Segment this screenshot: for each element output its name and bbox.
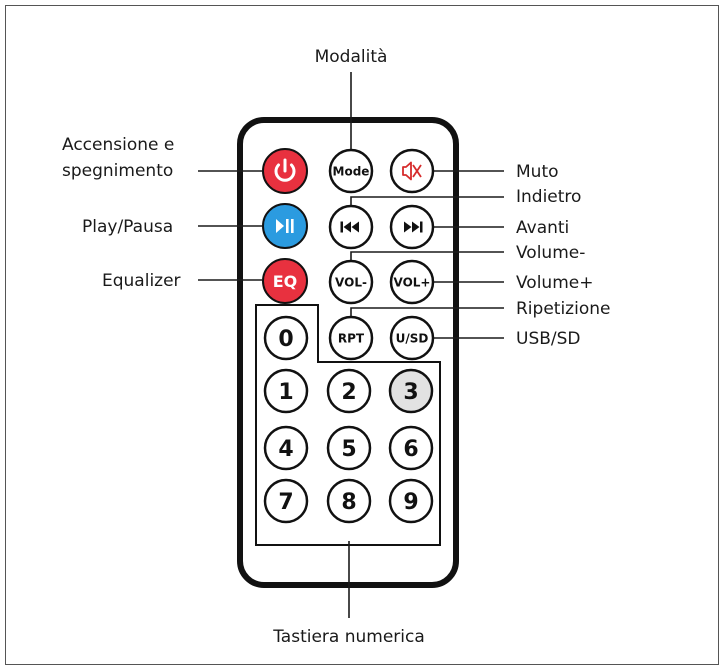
callout-line-volume-minus — [350, 251, 504, 262]
digit-1-button-shape — [263, 368, 309, 414]
label-play-pausa: Play/Pausa — [82, 217, 173, 237]
digit-5-button-shape — [326, 425, 372, 471]
digit-0-button[interactable]: 0 — [263, 315, 309, 361]
usb-sd-button-shape — [389, 315, 435, 361]
play-pause-button-shape — [262, 203, 308, 249]
digit-0-button-shape — [263, 315, 309, 361]
digit-1-button[interactable]: 1 — [263, 368, 309, 414]
volume-down-button[interactable]: VOL- — [328, 259, 374, 305]
digit-9-label: 9 — [403, 490, 418, 515]
repeat-button-shape — [328, 315, 374, 361]
digit-3-button[interactable]: 3 — [388, 368, 434, 414]
digit-5-label: 5 — [341, 437, 356, 462]
mode-button-shape — [328, 148, 374, 194]
usb-sd-button-label: U/SD — [396, 332, 429, 346]
digit-8-button[interactable]: 8 — [326, 478, 372, 524]
label-tastiera-numerica: Tastiera numerica — [272, 627, 425, 647]
digit-6-label: 6 — [403, 437, 418, 462]
callout-line-indietro — [350, 196, 504, 208]
digit-4-button-shape — [263, 425, 309, 471]
label-modalita: Modalità — [315, 47, 388, 67]
mute-icon — [402, 161, 422, 181]
callout-line-ripetizione — [350, 307, 504, 318]
play-pause-icon — [276, 219, 294, 233]
digit-3-button-shape — [388, 368, 434, 414]
volume-down-button-shape — [328, 259, 374, 305]
play-pause-button[interactable] — [262, 203, 308, 249]
digit-9-button-shape — [388, 478, 434, 524]
label-volume-plus: Volume+ — [516, 273, 593, 293]
label-ripetizione: Ripetizione — [516, 299, 610, 319]
label-indietro: Indietro — [516, 187, 581, 207]
digit-6-button-shape — [388, 425, 434, 471]
digit-8-button-shape — [326, 478, 372, 524]
eq-button[interactable]: EQ — [262, 258, 308, 304]
numeric-keypad-outline — [255, 304, 441, 546]
repeat-button[interactable]: RPT — [328, 315, 374, 361]
digit-4-label: 4 — [278, 437, 293, 462]
eq-button-label: EQ — [273, 272, 298, 291]
digit-2-label: 2 — [341, 380, 356, 405]
digit-4-button[interactable]: 4 — [263, 425, 309, 471]
volume-up-button[interactable]: VOL+ — [389, 259, 435, 305]
previous-track-icon — [340, 221, 359, 233]
digit-7-label: 7 — [278, 490, 293, 515]
mute-button[interactable] — [389, 148, 435, 194]
label-equalizer: Equalizer — [102, 271, 181, 291]
previous-button[interactable] — [328, 204, 374, 250]
next-button[interactable] — [389, 204, 435, 250]
digit-7-button[interactable]: 7 — [263, 478, 309, 524]
next-track-icon — [404, 221, 423, 233]
digit-3-label: 3 — [403, 380, 418, 405]
digit-0-label: 0 — [278, 327, 293, 352]
figure-frame — [5, 5, 719, 665]
digit-7-button-shape — [263, 478, 309, 524]
volume-up-button-label: VOL+ — [394, 276, 431, 290]
mute-button-shape — [389, 148, 435, 194]
label-usb-sd: USB/SD — [516, 329, 581, 349]
digit-2-button[interactable]: 2 — [326, 368, 372, 414]
digit-9-button[interactable]: 9 — [388, 478, 434, 524]
repeat-button-label: RPT — [338, 332, 365, 346]
volume-up-button-shape — [389, 259, 435, 305]
digit-6-button[interactable]: 6 — [388, 425, 434, 471]
mode-button-label: Mode — [333, 165, 370, 179]
power-icon — [274, 158, 296, 182]
callout-lines — [198, 72, 504, 618]
mode-button[interactable]: Mode — [328, 148, 374, 194]
label-volume-minus: Volume- — [516, 243, 585, 263]
digit-8-label: 8 — [341, 490, 356, 515]
label-accensione-line2: spegnimento — [62, 161, 173, 181]
label-muto: Muto — [516, 162, 559, 182]
eq-button-shape — [262, 258, 308, 304]
digit-5-button[interactable]: 5 — [326, 425, 372, 471]
usb-sd-button[interactable]: U/SD — [389, 315, 435, 361]
digit-2-button-shape — [326, 368, 372, 414]
power-button[interactable] — [262, 148, 308, 194]
label-accensione-line1: Accensione e — [62, 135, 174, 155]
digit-1-label: 1 — [278, 380, 293, 405]
volume-down-button-label: VOL- — [335, 276, 367, 290]
label-avanti: Avanti — [516, 218, 569, 238]
